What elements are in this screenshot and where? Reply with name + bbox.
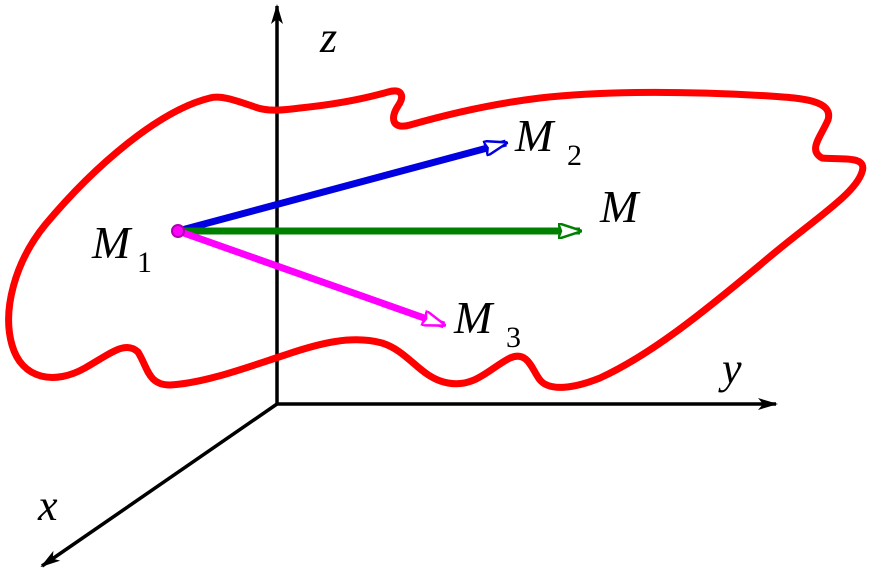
surface-boundary-curve	[5, 87, 867, 391]
point-m2-label: M	[514, 110, 556, 161]
x-axis-label: x	[37, 481, 58, 530]
y-axis-label: y	[718, 344, 742, 393]
point-m-label: M	[599, 181, 641, 232]
vector-m1-m2	[177, 143, 506, 235]
x-axis	[40, 402, 278, 568]
point-m1-marker	[171, 224, 185, 238]
point-m3-subscript: 3	[506, 321, 521, 354]
z-axis-label: z	[319, 13, 337, 62]
point-m2-subscript: 2	[567, 139, 582, 172]
point-m1-subscript: 1	[137, 246, 152, 279]
point-m3-label: M	[453, 292, 495, 343]
vector-m1-m3	[176, 227, 444, 329]
point-m1-label: M	[91, 217, 133, 268]
